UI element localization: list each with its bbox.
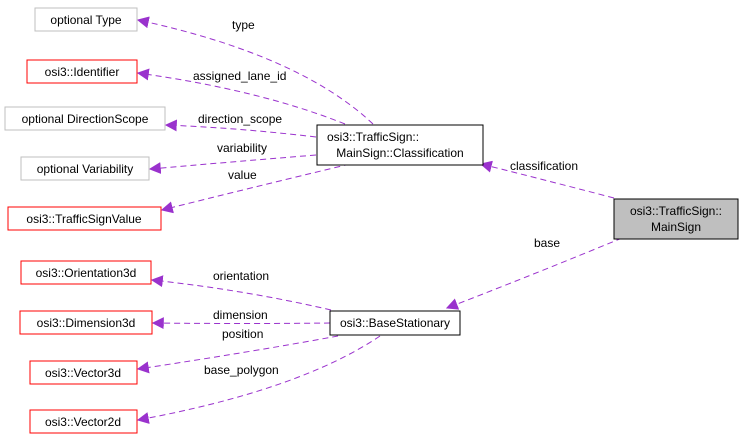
node-classification[interactable]: osi3::TrafficSign:: MainSign::Classifica…: [316, 124, 484, 166]
edge-label-direction-scope: direction_scope: [198, 112, 282, 126]
node-dimension3d[interactable]: osi3::Dimension3d: [19, 310, 153, 335]
node-label: osi3::Dimension3d: [37, 316, 136, 330]
edge-base: [445, 237, 623, 310]
edge-label-orientation: orientation: [213, 269, 269, 283]
node-label: osi3::Identifier: [45, 65, 120, 79]
edge-orientation: [150, 275, 332, 311]
edge-label-assigned-lane-id: assigned_lane_id: [193, 69, 286, 83]
node-main-sign[interactable]: osi3::TrafficSign:: MainSign: [613, 198, 739, 240]
edge-label-position: position: [222, 327, 263, 341]
node-optional-type[interactable]: optional Type: [34, 7, 138, 32]
node-identifier[interactable]: osi3::Identifier: [26, 59, 138, 84]
edge-label-type: type: [232, 18, 255, 32]
edge-label-dimension: dimension: [213, 308, 268, 322]
edge-position: [136, 335, 339, 374]
edge-classification: [479, 160, 615, 199]
edge-label-variability: variability: [217, 141, 267, 155]
node-label: osi3::Vector2d: [45, 415, 121, 429]
edge-label-base: base: [534, 236, 560, 250]
edge-base-polygon: [136, 335, 381, 424]
edge-assigned-lane-id: [136, 68, 346, 125]
node-label: optional DirectionScope: [22, 112, 149, 126]
edge-dimension: [151, 317, 331, 330]
node-optional-direction-scope[interactable]: optional DirectionScope: [4, 106, 166, 131]
edge-variability: [148, 154, 317, 175]
node-label-line-1: osi3::TrafficSign::: [630, 204, 722, 218]
node-label: optional Type: [50, 13, 121, 27]
node-label: osi3::BaseStationary: [340, 316, 450, 330]
edge-type: [136, 16, 374, 125]
node-label-line-2: MainSign: [651, 220, 701, 234]
node-traffic-sign-value[interactable]: osi3::TrafficSignValue: [7, 206, 162, 231]
node-orientation3d[interactable]: osi3::Orientation3d: [20, 260, 152, 285]
edge-direction-scope: [164, 119, 317, 138]
edge-labels: type assigned_lane_id direction_scope va…: [193, 18, 578, 377]
edge-label-value: value: [228, 168, 257, 182]
node-optional-variability[interactable]: optional Variability: [20, 156, 150, 181]
node-label: osi3::Orientation3d: [36, 266, 137, 280]
node-label-line-1: osi3::TrafficSign::: [327, 130, 419, 144]
edges: [136, 16, 623, 424]
node-vector3d[interactable]: osi3::Vector3d: [29, 360, 138, 385]
node-base-stationary[interactable]: osi3::BaseStationary: [329, 310, 461, 336]
node-label: optional Variability: [37, 162, 134, 176]
node-label: osi3::TrafficSignValue: [26, 212, 141, 226]
node-label-line-2: MainSign::Classification: [336, 146, 463, 160]
node-vector2d[interactable]: osi3::Vector2d: [29, 409, 138, 434]
node-label: osi3::Vector3d: [45, 366, 121, 380]
edge-label-classification: classification: [510, 159, 578, 173]
edge-label-base-polygon: base_polygon: [204, 363, 279, 377]
edge-value: [160, 163, 351, 214]
